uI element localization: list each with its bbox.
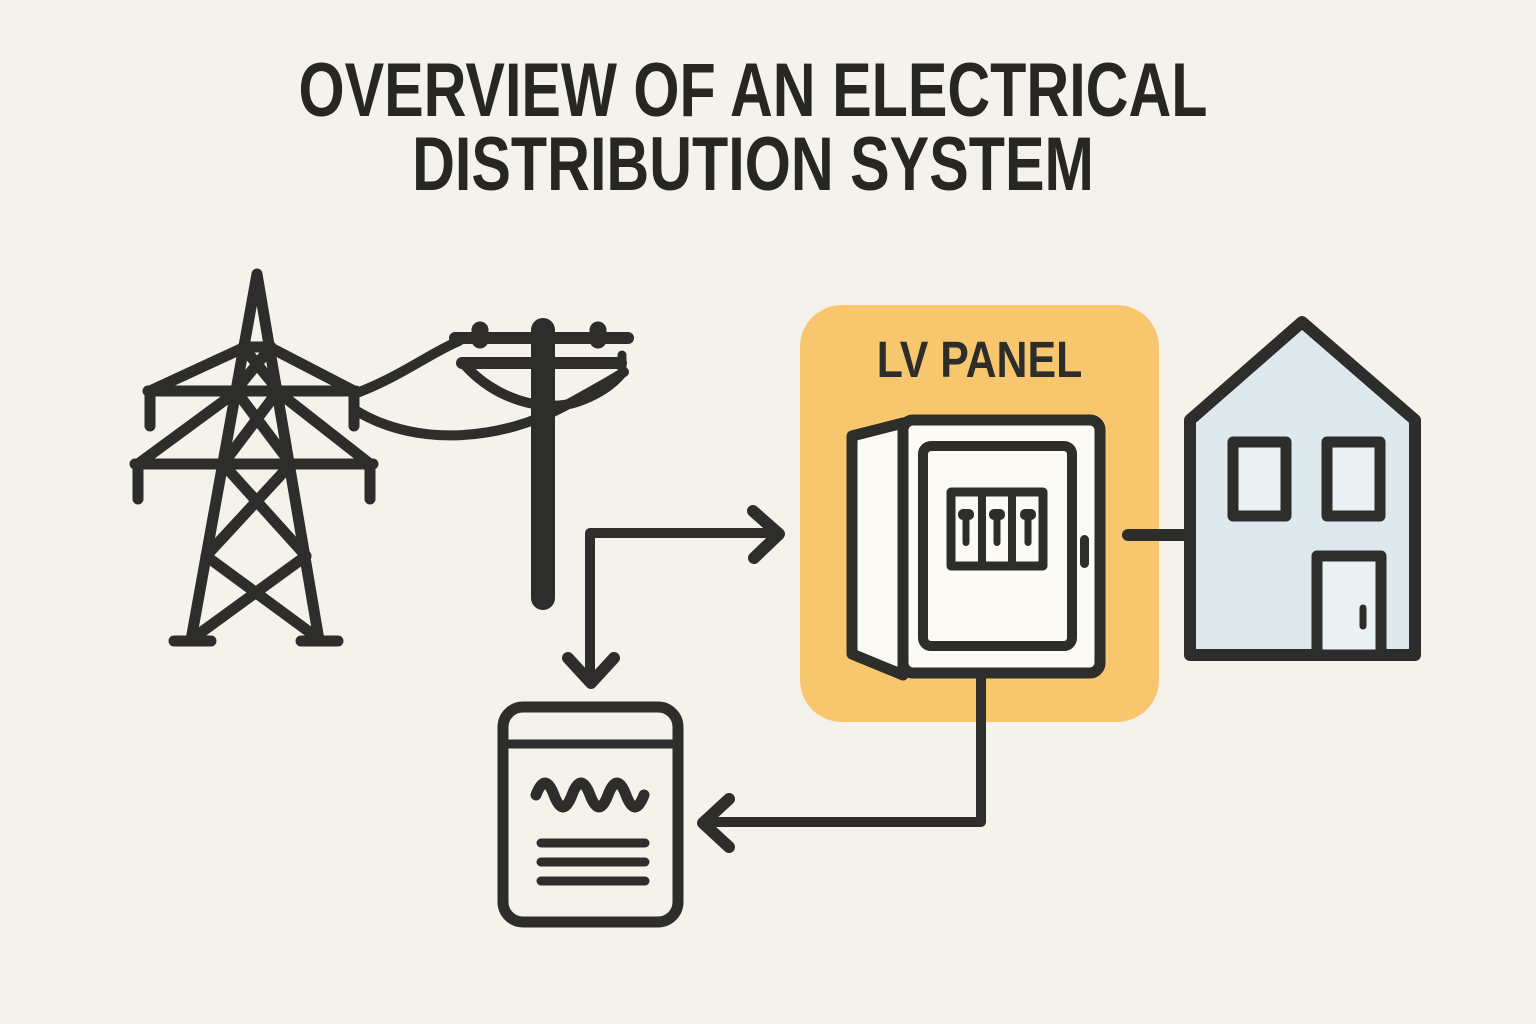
breaker-switch-1	[958, 509, 974, 546]
power-lines	[349, 336, 629, 441]
waveform-icon	[530, 777, 650, 813]
document-body	[497, 701, 684, 928]
house-door	[1311, 550, 1387, 661]
utility-pole-icon	[449, 318, 634, 610]
title-line-1: OVERVIEW OF AN ELECTRICAL	[298, 48, 1208, 133]
panel-to-meter-wire	[697, 665, 986, 853]
branch-arrow-line	[585, 528, 782, 683]
branch-arrow	[562, 505, 785, 689]
arrowhead-left-icon	[697, 793, 735, 853]
meter-document-icon	[497, 701, 684, 928]
arrowhead-right-icon	[747, 505, 785, 564]
arrowhead-down-icon	[562, 652, 620, 689]
document-text-lines	[536, 838, 650, 886]
breaker-switch-2	[989, 509, 1005, 546]
panel-to-meter-line	[705, 665, 986, 827]
title-line-2: DISTRIBUTION SYSTEM	[412, 122, 1094, 207]
house-window-right	[1321, 436, 1386, 522]
lv-panel-label: LV PANEL	[876, 331, 1083, 388]
house-window-left	[1227, 436, 1292, 522]
breaker-switch-3	[1020, 509, 1036, 546]
lv-panel-cabinet-icon	[846, 414, 1106, 681]
cabinet-side-panel	[846, 417, 909, 681]
transmission-tower-icon	[129, 268, 379, 647]
cabinet-handle	[1080, 535, 1089, 568]
house-icon	[1184, 316, 1421, 661]
page-title: OVERVIEW OF AN ELECTRICAL DISTRIBUTION S…	[154, 48, 1352, 207]
